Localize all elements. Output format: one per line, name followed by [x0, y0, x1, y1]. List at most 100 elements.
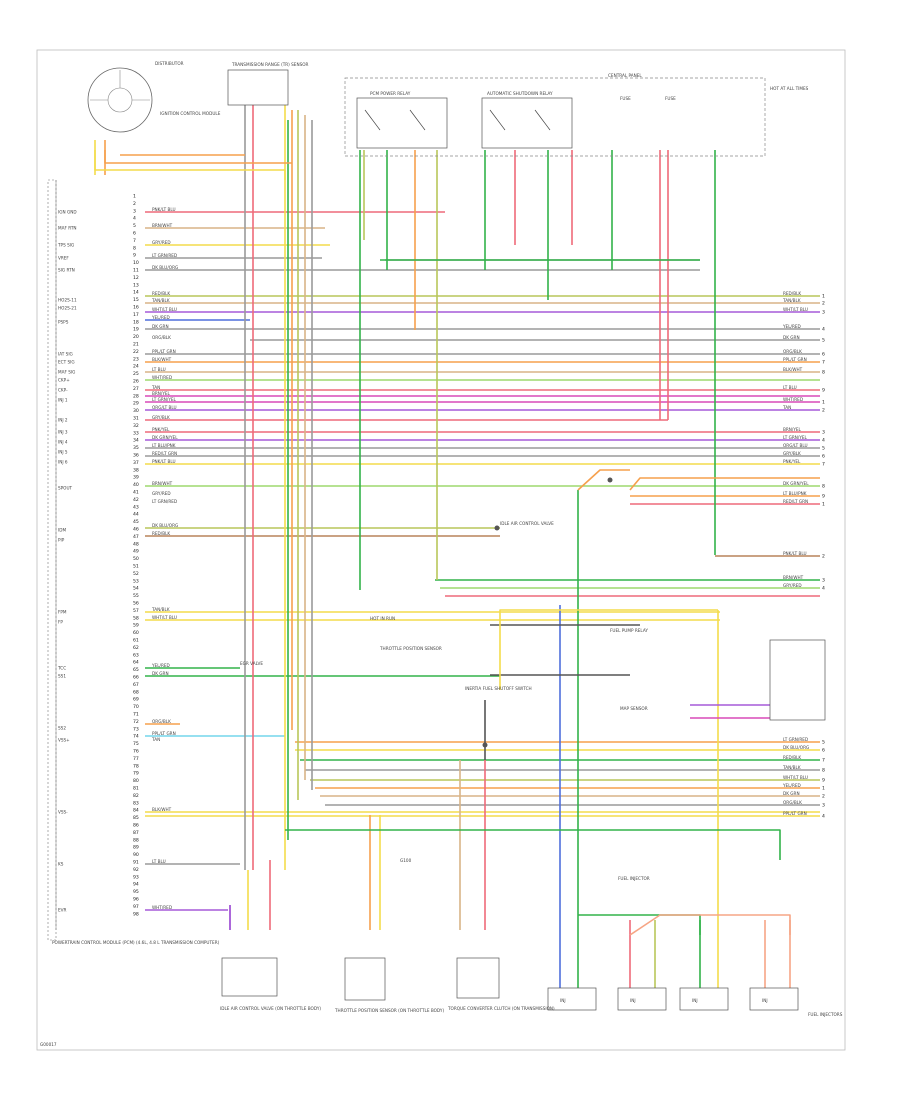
pin-function-label: INJ 2	[58, 418, 68, 423]
fuse-label: FUSE	[665, 96, 676, 101]
wire-code-label: BLK/WHT	[152, 357, 172, 362]
wire-code-label: BRN/WHT	[152, 223, 173, 228]
injector-3	[679, 987, 729, 1011]
shutdown-relay	[481, 97, 573, 149]
wire-code-label-right: BRN/YEL	[783, 427, 802, 432]
wire-code-label-right: TAN/BLK	[782, 298, 801, 303]
pin-number: 64	[133, 660, 139, 666]
pin-function-label: INJ 6	[58, 460, 68, 465]
pin-function-label: EVR	[58, 908, 67, 913]
tps-caption: THROTTLE POSITION SENSOR (ON THROTTLE BO…	[334, 1008, 444, 1013]
connector-pin-right: 6	[822, 454, 825, 460]
wire-code-label-right: GRY/RED	[783, 583, 802, 588]
wire-code-label-right: PPL/LT GRN	[783, 811, 807, 816]
splice-dot	[494, 525, 500, 531]
wire-code-label-right: RED/LT GRN	[783, 499, 808, 504]
pin-number: 26	[133, 379, 139, 385]
pin-function-label: ECT SIG	[58, 360, 75, 365]
wire-code-label: PNK/LT BLU	[152, 207, 176, 212]
wire-code-label-right: ORG/LT BLU	[783, 443, 808, 448]
wire-code-label: LT GRN/YEL	[152, 397, 177, 402]
pin-number: 75	[133, 741, 139, 747]
injector-wire	[578, 914, 701, 935]
pin-number: 83	[133, 800, 139, 806]
diagram-code: G00017	[40, 1042, 57, 1047]
pin-number: 40	[133, 482, 139, 488]
pin-function-label: TCC	[57, 666, 66, 671]
wire-code-label: DK BLU/ORG	[152, 265, 178, 270]
pin-number: 20	[133, 334, 139, 340]
wire-code-label-right: WHT/RED	[783, 397, 803, 402]
dist-wire	[104, 150, 292, 164]
pin-number: 25	[133, 371, 139, 377]
pin-function-label: INJ 3	[58, 430, 68, 435]
pin-function-label: HO2S-21	[58, 306, 77, 311]
pin-function-label: MAF RTN	[58, 226, 77, 231]
pin-number: 70	[133, 704, 139, 710]
pin-number: 84	[133, 808, 139, 814]
pin-number: 22	[133, 349, 139, 355]
pin-function-label: SS1	[58, 674, 66, 679]
pin-number: 81	[133, 786, 139, 792]
injector-caption: INJ	[630, 998, 636, 1003]
connector-pin-right: 5	[822, 740, 825, 746]
ground-label: G100	[400, 858, 412, 863]
wire-code-label: BRN/WHT	[152, 481, 173, 486]
wire-code-label: RED/BLK	[152, 531, 170, 536]
connector-pin-right: 2	[822, 794, 825, 800]
wire-code-label: PNK/LT BLU	[152, 459, 176, 464]
pin-function-label: INJ 1	[58, 398, 68, 403]
wire-code-label: RED/BLK	[152, 291, 170, 296]
wire-code-label: DK GRN/YEL	[152, 435, 178, 440]
connector-pin-right: 4	[822, 327, 825, 333]
hot-always-label: HOT AT ALL TIMES	[770, 86, 809, 91]
pin-number: 72	[133, 719, 139, 725]
egr-label: EGR VALVE	[240, 661, 263, 666]
connector-pin-right: 4	[822, 438, 825, 444]
pin-number: 94	[133, 882, 139, 888]
connector-pin-right: 1	[822, 400, 825, 406]
wire-code-label-right: YEL/RED	[782, 324, 801, 329]
wire-layer	[94, 100, 820, 990]
wire-code-label: PPL/LT GRN	[152, 731, 176, 736]
hot-run-label: HOT IN RUN	[370, 616, 395, 621]
pin-number: 30	[133, 408, 139, 414]
wire-code-label-right: PNK/LT BLU	[783, 551, 807, 556]
wire-code-label-right: RED/BLK	[783, 755, 801, 760]
wire-code-label: GRY/RED	[152, 240, 171, 245]
pin-number: 92	[133, 867, 139, 873]
pin-number: 66	[133, 675, 139, 681]
connector-pin-right: 5	[822, 446, 825, 452]
dist-wire	[94, 150, 286, 180]
pin-number: 55	[133, 593, 139, 599]
pin-number: 18	[133, 319, 139, 325]
wire-code-label-right: ORG/BLK	[783, 800, 802, 805]
pcm-connector-edge	[47, 179, 57, 941]
connector-pin-right: 3	[822, 578, 825, 584]
pin-number: 44	[133, 512, 139, 518]
pin-number: 23	[133, 356, 139, 362]
connector-pin-right: 1	[822, 502, 825, 508]
wire-code-label-right: YEL/RED	[782, 783, 801, 788]
pin-number: 24	[133, 364, 139, 370]
pin-number: 4	[133, 216, 136, 222]
injector-1	[547, 987, 597, 1011]
pin-function-label: FP	[58, 620, 63, 625]
pin-number: 52	[133, 571, 139, 577]
pin-number: 51	[133, 564, 139, 570]
connector-pin-right: 3	[822, 803, 825, 809]
pin-number: 36	[133, 453, 139, 459]
wire-code-label-right: RED/BLK	[783, 291, 801, 296]
pin-number: 2	[133, 201, 136, 207]
pin-function-label: SPOUT	[58, 486, 73, 491]
pin-number: 77	[133, 756, 139, 762]
pin-number: 37	[133, 460, 139, 466]
tps-sensor	[344, 957, 386, 1001]
wire-code-label: WHT/LT BLU	[152, 307, 177, 312]
pin-function-label: VSS+	[58, 738, 70, 743]
wire-code-label-right: PNK/YEL	[783, 459, 801, 464]
connector-pin-right: 1	[822, 786, 825, 792]
pin-number: 57	[133, 608, 139, 614]
pin-function-label: SS2	[58, 726, 66, 731]
wire-code-label-right: DK GRN	[783, 791, 800, 796]
